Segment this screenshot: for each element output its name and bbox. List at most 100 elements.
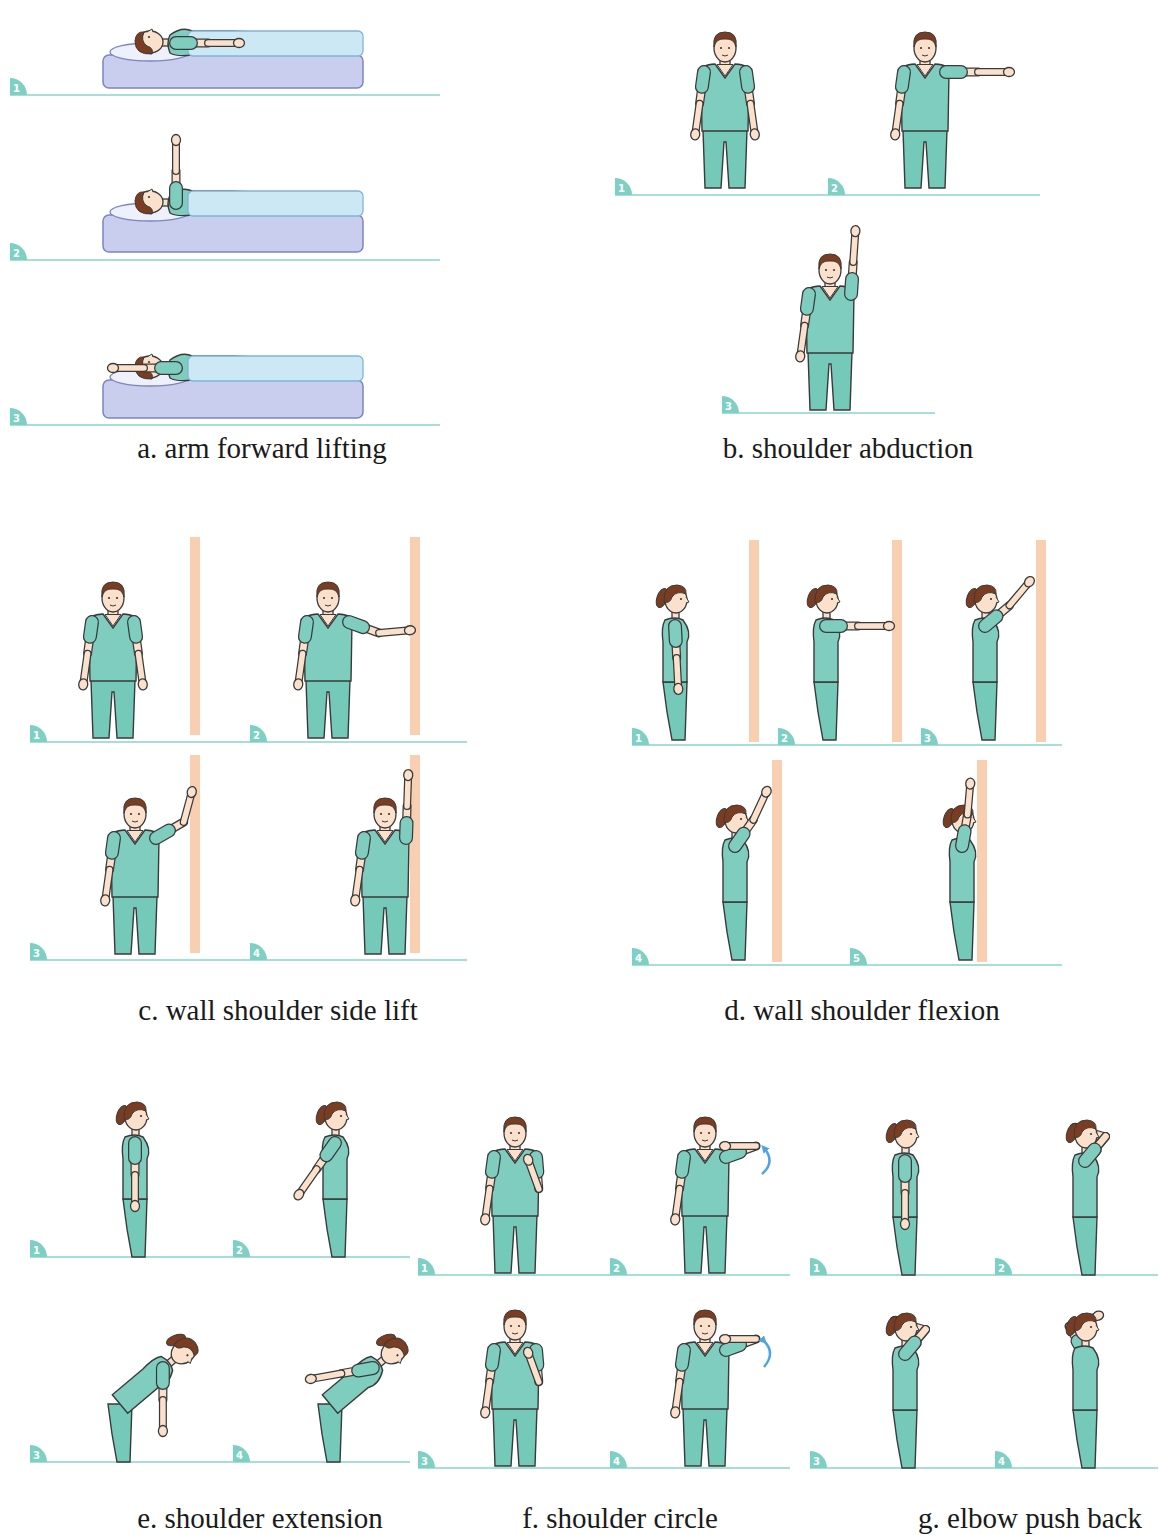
step-number: 3 [725,401,732,413]
step-badge: 2 [250,725,267,742]
badge-quarter-disc [250,725,267,742]
badge-quarter-disc [722,396,739,413]
step-badge: 3 [722,396,739,413]
badge-quarter-disc [233,1240,250,1257]
step-badge: 2 [10,243,27,260]
badge-quarter-disc [10,408,27,425]
badge-quarter-disc [10,78,27,95]
step-badge: 5 [850,948,867,965]
rotation-arrow [762,1148,770,1174]
badge-quarter-disc [10,243,27,260]
step-number: 2 [13,248,20,260]
badge-quarter-disc [995,1258,1012,1275]
step-number: 4 [635,953,642,965]
panel-caption: a. arm forward lifting [137,432,387,465]
step-badge: 4 [632,948,649,965]
step-badge: 1 [30,725,47,742]
badge-quarter-disc [30,943,47,960]
badge-quarter-disc [30,725,47,742]
step-badge: 1 [632,728,649,745]
step-number: 1 [618,183,625,195]
badge-quarter-disc [995,1451,1012,1468]
step-number: 3 [924,733,931,745]
figure-c1 [78,582,148,738]
figure-c3 [100,782,210,954]
figure-b1 [690,32,760,188]
panel-caption: e. shoulder extension [137,1502,383,1535]
step-number: 1 [421,1263,428,1275]
step-badge: 3 [810,1451,827,1468]
figure-e3 [106,1325,229,1462]
figure-f2 [670,1117,759,1273]
step-number: 1 [635,733,642,745]
step-number: 1 [33,730,40,742]
step-badge: 4 [610,1451,627,1468]
step-badge: 3 [921,728,938,745]
step-number: 4 [236,1450,243,1462]
badge-quarter-disc [828,178,845,195]
figure-d4 [714,784,778,960]
figure-e4 [301,1312,413,1462]
figure-f4 [670,1310,759,1466]
badge-quarter-disc [778,728,795,745]
step-number: 3 [421,1456,428,1468]
figure-c2 [293,582,419,738]
step-number: 2 [236,1245,243,1257]
figure-f3 [480,1310,543,1466]
badge-quarter-disc [610,1451,627,1468]
panel-caption: g. elbow push back [918,1502,1142,1535]
badge-quarter-disc [30,1240,47,1257]
figure-b2 [890,32,1014,188]
step-badge: 3 [418,1451,435,1468]
step-badge: 3 [30,1445,47,1462]
step-number: 3 [33,1450,40,1462]
step-number: 2 [781,733,788,745]
figure-d1 [654,585,689,740]
step-number: 5 [853,953,860,965]
badge-quarter-disc [610,1258,627,1275]
step-badge: 2 [995,1258,1012,1275]
figure-e1 [114,1102,149,1257]
step-badge: 1 [418,1258,435,1275]
figure-d2 [805,585,895,740]
walls [190,537,1046,962]
panel-caption: d. wall shoulder flexion [724,994,999,1027]
badge-quarter-disc [921,728,938,745]
rotation-arrow [764,1341,770,1367]
figure-b3 [795,225,860,410]
step-badge: 2 [828,178,845,195]
badge-quarter-disc [418,1451,435,1468]
figure-g3 [878,1304,930,1468]
badge-quarter-disc [30,1445,47,1462]
figure-g1 [884,1120,919,1275]
step-number: 3 [33,948,40,960]
figure-g4 [1064,1304,1117,1468]
badge-quarter-disc [250,943,267,960]
figure-f1 [480,1117,543,1273]
bed-scene-3 [103,354,363,418]
step-number: 1 [13,83,20,95]
badge-quarter-disc [615,178,632,195]
step-badge: 2 [233,1240,250,1257]
step-badge: 3 [30,943,47,960]
step-number: 4 [613,1456,620,1468]
step-number: 1 [813,1263,820,1275]
step-badge: 2 [778,728,795,745]
figure-e2 [292,1102,349,1257]
step-badge: 4 [995,1451,1012,1468]
figure-d5 [941,777,978,960]
step-number: 2 [613,1263,620,1275]
step-number: 4 [253,948,260,960]
step-badge: 3 [10,408,27,425]
step-number: 2 [253,730,260,742]
ground-lines [10,95,1158,1468]
panel-caption: c. wall shoulder side lift [138,994,417,1027]
step-badge: 2 [610,1258,627,1275]
step-badge: 4 [250,943,267,960]
badge-quarter-disc [810,1258,827,1275]
badge-quarter-disc [418,1258,435,1275]
step-badge: 1 [10,78,27,95]
step-number: 3 [13,413,20,425]
